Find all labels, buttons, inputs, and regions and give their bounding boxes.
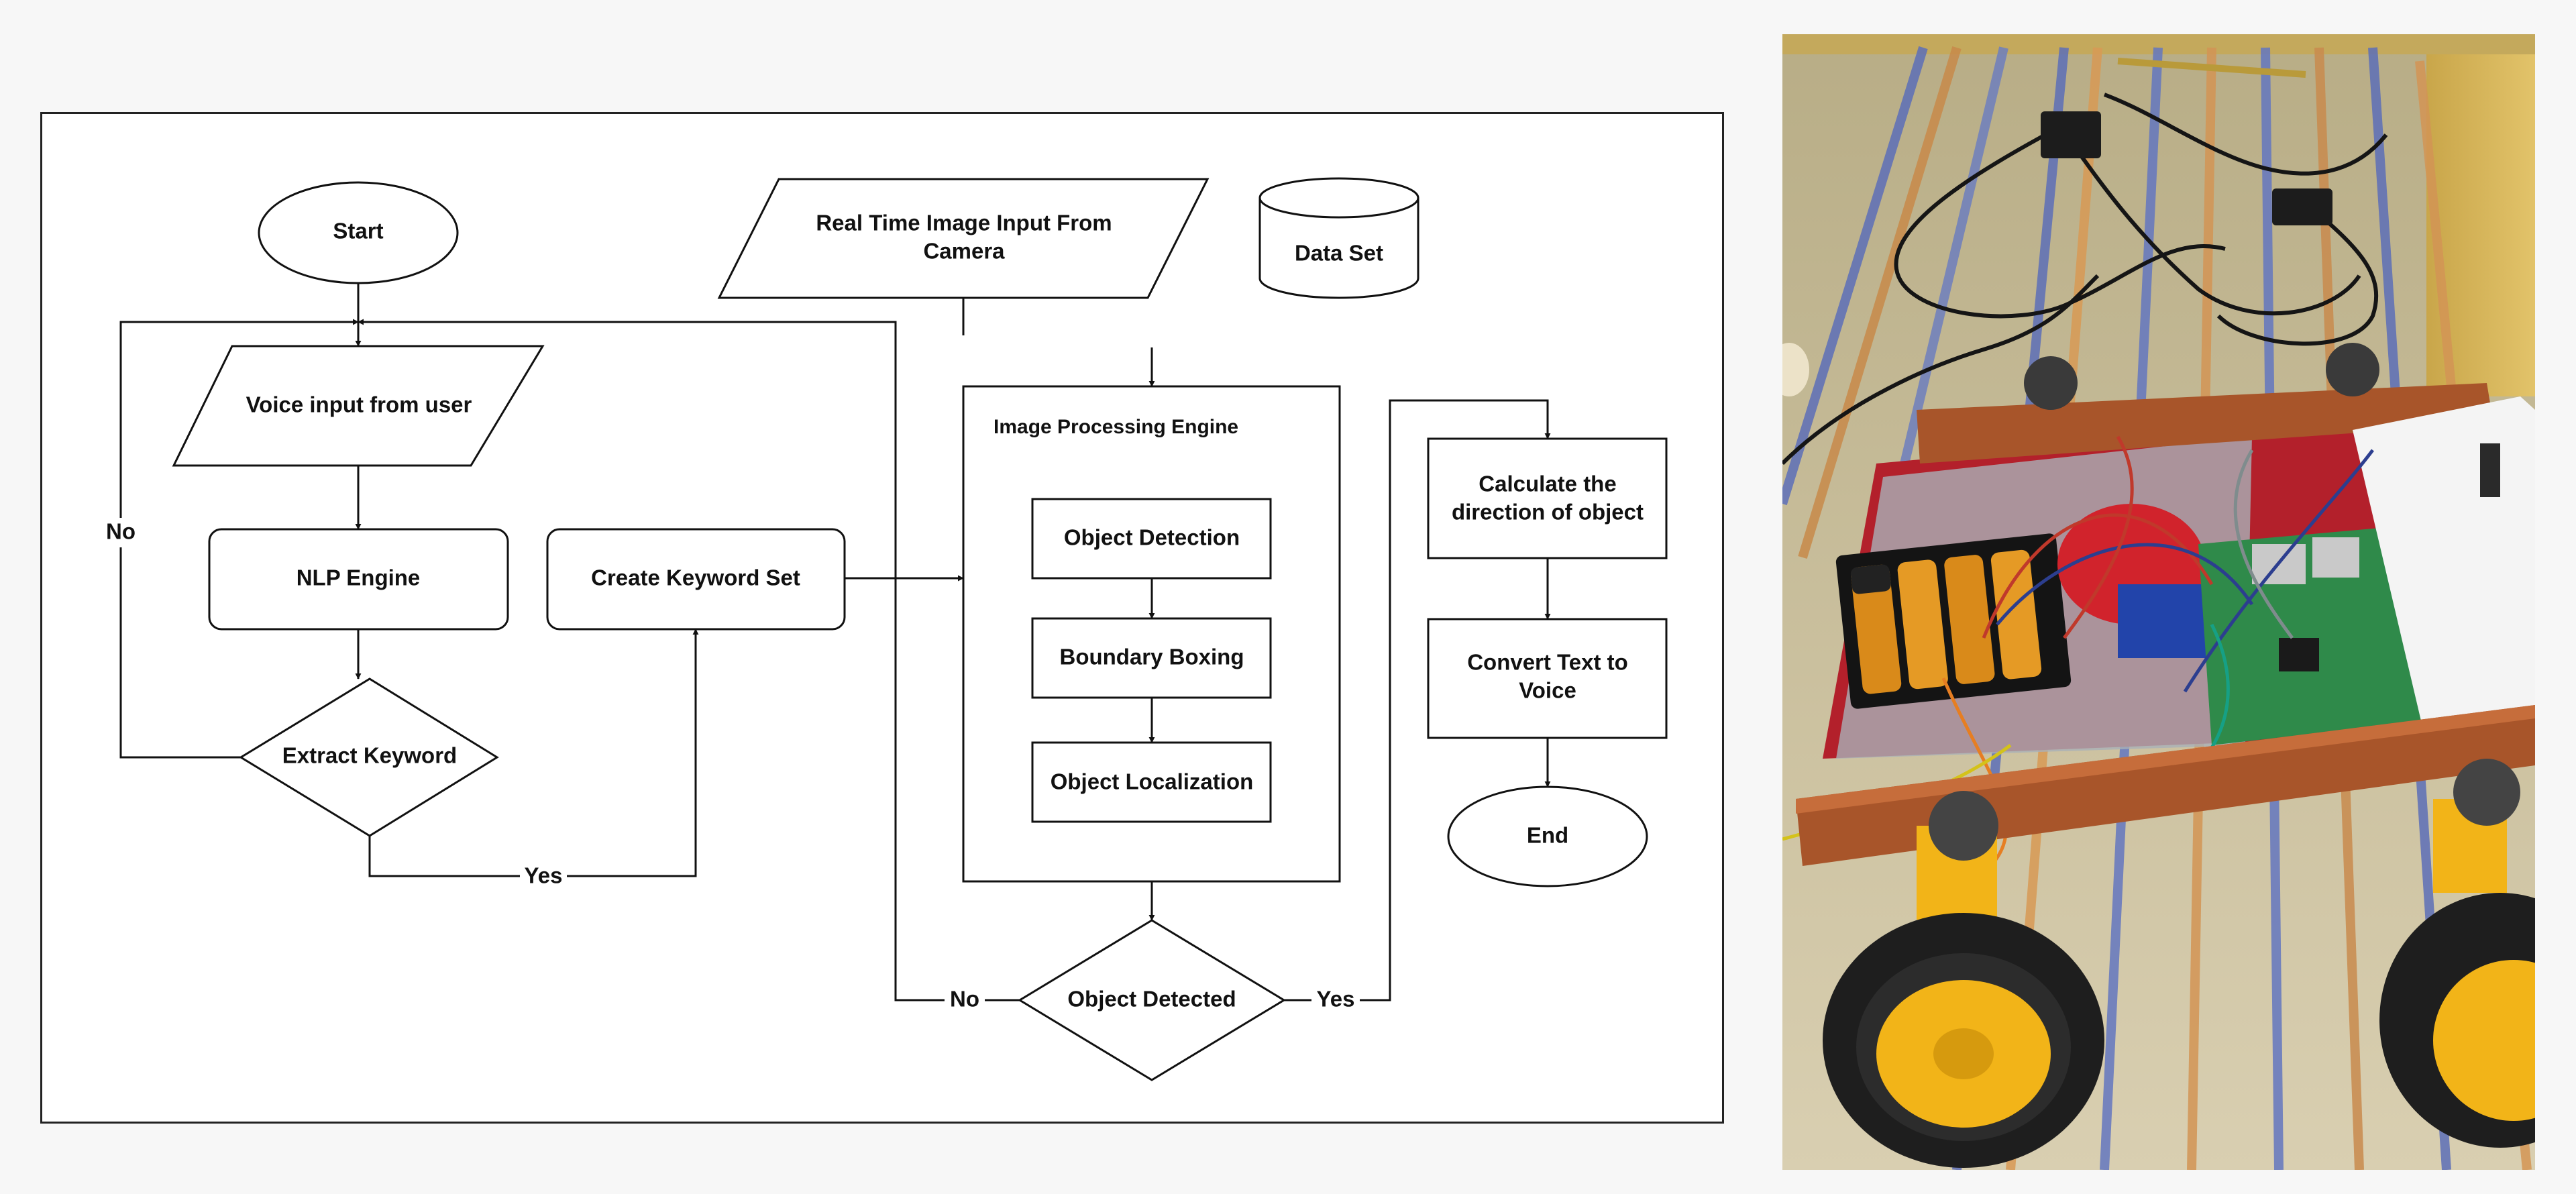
edge-label-yes-detected: Yes: [1317, 987, 1355, 1012]
edge-label-yes-keyword: Yes: [525, 863, 563, 888]
object-localization-box: [1031, 741, 1272, 823]
motor-driver: [2118, 584, 2212, 658]
flowchart-panel: Start Voice input from user NLP Engine E…: [40, 112, 1724, 1124]
wheel-front-right: [2379, 893, 2535, 1148]
convert-text-label-line1: Convert Text to: [1467, 650, 1628, 675]
charger-adapter-2: [2272, 188, 2332, 225]
data-set-cylinder: [1258, 198, 1419, 299]
voice-input-label: Voice input from user: [246, 392, 472, 417]
camera-input-label-line1: Real Time Image Input From: [816, 211, 1112, 235]
edge-label-no-left: No: [106, 519, 136, 544]
object-detection-label: Object Detection: [1064, 525, 1240, 550]
object-localization-label: Object Localization: [1051, 769, 1254, 794]
convert-text-box: [1427, 618, 1668, 739]
robot-car-photo: [1782, 34, 2535, 1170]
image-processing-engine-label: Image Processing Engine: [994, 416, 1238, 438]
edge-label-no-detected: No: [950, 987, 979, 1012]
camera-input-label-line2: Camera: [923, 239, 1005, 264]
object-detected-label: Object Detected: [1067, 987, 1236, 1012]
voice-input-shape: [172, 345, 545, 467]
object-detection-box: [1031, 498, 1272, 580]
extract-keyword-label: Extract Keyword: [282, 743, 457, 768]
boundary-boxing-label: Boundary Boxing: [1059, 645, 1244, 669]
create-keyword-set-label: Create Keyword Set: [591, 565, 800, 590]
boundary-boxing-box: [1031, 617, 1272, 699]
nlp-engine-label: NLP Engine: [297, 565, 421, 590]
calc-direction-label-line1: Calculate the: [1479, 472, 1616, 496]
convert-text-label-line2: Voice: [1519, 678, 1576, 703]
batteries: [1850, 549, 2042, 694]
wheel-front-left: [1823, 913, 2104, 1168]
data-set-label: Data Set: [1295, 241, 1383, 266]
power-cables: [1782, 93, 2388, 466]
data-set-cylinder-top: [1258, 177, 1419, 219]
flowchart-svg: Start Voice input from user NLP Engine E…: [103, 177, 1668, 1081]
object-detected-decision: [1018, 919, 1286, 1081]
calc-direction-label-line2: direction of object: [1452, 500, 1644, 525]
charger-adapter-1: [2041, 111, 2101, 158]
scissors: [2117, 58, 2306, 78]
end-label: End: [1527, 823, 1568, 848]
calc-direction-box: [1427, 437, 1668, 559]
camera-input-shape: [717, 178, 1210, 299]
start-label: Start: [333, 219, 383, 243]
